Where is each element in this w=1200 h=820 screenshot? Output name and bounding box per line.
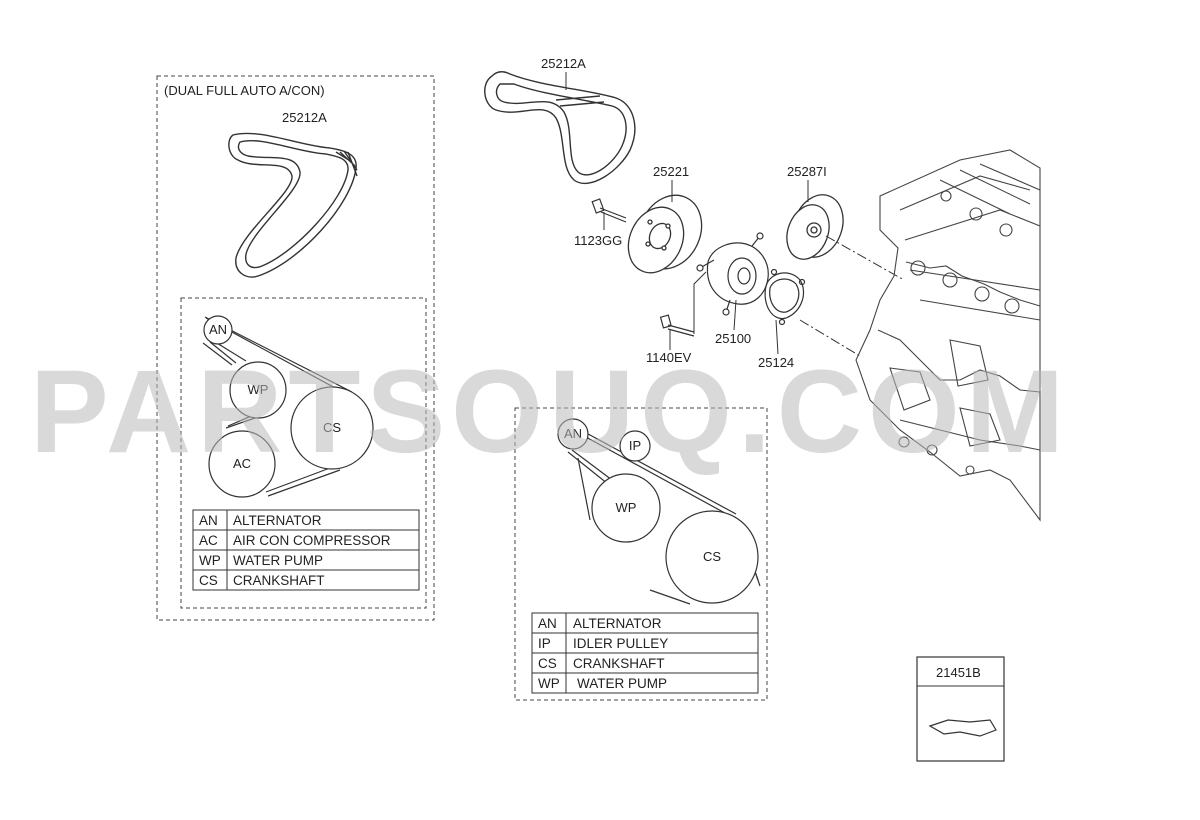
part-label-1140EV[interactable]: 1140EV [646,350,692,365]
belt-illustration-top [484,71,636,185]
legend-code: CS [199,573,218,588]
legend-code: AN [538,616,557,631]
legend-table-center: AN ALTERNATOR IP IDLER PULLEY CS CRANKSH… [531,612,759,694]
leader-bracket-pump [693,271,707,334]
legend-name: AIR CON COMPRESSOR [233,533,391,548]
legend-name: ALTERNATOR [573,616,662,631]
legend-name: ALTERNATOR [233,513,322,528]
pulley-ac-left [208,430,276,498]
legend-name: WATER PUMP [233,553,323,568]
centerline-pump [799,319,861,357]
watermark: PARTSOUQ.COM [30,346,1070,478]
engine-block [855,149,1041,522]
pulley-label-cs-center: CS [703,549,721,564]
legend-code: AN [199,513,218,528]
part-label-25100[interactable]: 25100 [715,331,751,346]
leader-25100 [733,299,737,331]
pulley-label-an-left: AN [209,322,227,337]
part-label-25212A-left[interactable]: 25212A [282,110,327,125]
part-label-1123GG[interactable]: 1123GG [574,233,622,248]
legend-name: CRANKSHAFT [233,573,325,588]
pulley-cs-left [290,386,374,470]
centerline-idler [825,235,905,281]
legend-code: IP [538,636,551,651]
center-panel-frame [514,407,768,701]
inset-frame [916,656,1005,762]
pulley-label-wp-left: WP [248,382,269,397]
water-pump-25100 [696,232,769,316]
left-panel-title: (DUAL FULL AUTO A/CON) [164,83,325,98]
legend-code: WP [538,676,560,691]
legend-name: IDLER PULLEY [573,636,668,651]
part-label-21451B[interactable]: 21451B [936,665,981,680]
leader-25124 [775,319,779,355]
legend-code: WP [199,553,221,568]
belt-routing-left [202,316,353,497]
pulley-wp-center [591,473,661,543]
pulley-label-ip-center: IP [629,438,641,453]
part-label-25287I[interactable]: 25287I [787,164,827,179]
belt-routing-center [563,421,761,605]
part-label-25124[interactable]: 25124 [758,355,794,370]
pulley-label-an-center: AN [564,426,582,441]
part-label-25212A[interactable]: 25212A [541,56,586,71]
gasket-25124 [764,268,806,326]
legend-code: AC [199,533,218,548]
left-routing-frame [180,297,427,609]
bracket-21451B [928,719,997,737]
pulley-an-center [557,418,589,450]
bolt-1140EV [659,314,695,337]
pulley-wp-left [229,361,287,419]
legend-name: CRANKSHAFT [573,656,665,671]
bolt-1123GG [591,198,627,223]
belt-illustration-left [228,132,358,278]
left-panel-frame [156,75,435,621]
pulley-label-cs-left: CS [323,420,341,435]
idler-25287I [786,194,844,260]
legend-table-left: AN ALTERNATOR AC AIR CON COMPRESSOR WP W… [192,509,420,591]
pulley-ip-center [619,430,651,462]
part-label-25221[interactable]: 25221 [653,164,689,179]
legend-code: CS [538,656,557,671]
pulley-25221 [627,194,703,274]
legend-name: WATER PUMP [577,676,667,691]
pulley-label-wp-center: WP [616,500,637,515]
pulley-cs-center [665,510,759,604]
pulley-label-ac-left: AC [233,456,251,471]
pulley-an-left [203,315,233,345]
